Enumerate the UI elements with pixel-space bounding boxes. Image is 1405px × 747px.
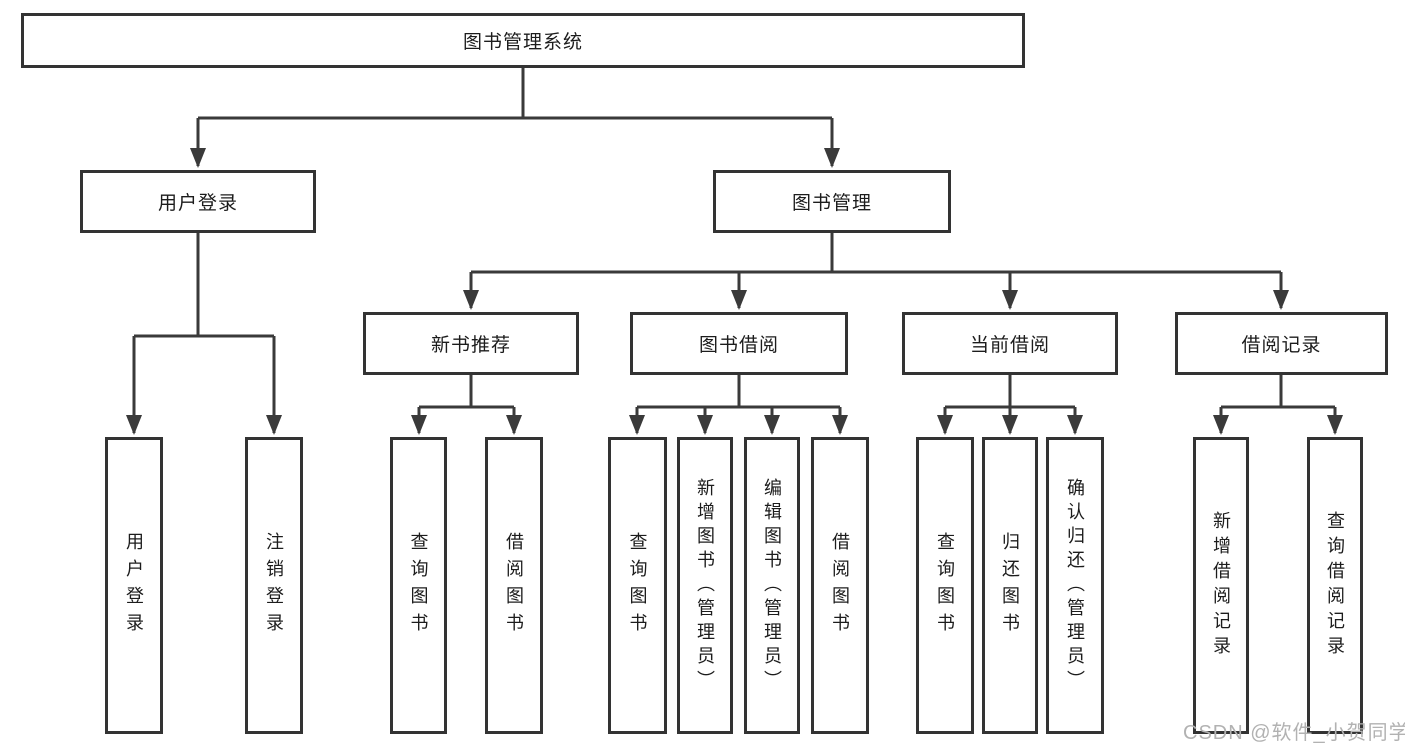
- leaf-recommend-query-book: 查询图书: [390, 437, 447, 734]
- leaf-confirm-return-admin: 确认归还（管理员）: [1046, 437, 1104, 734]
- watermark: CSDN @软件_小贺同学: [1183, 722, 1405, 744]
- leaf-borrow-book: 借阅图书: [811, 437, 869, 734]
- leaf-query-borrow-record: 查询借阅记录: [1307, 437, 1363, 734]
- node-root: 图书管理系统: [21, 13, 1025, 68]
- leaf-logout: 注销登录: [245, 437, 303, 734]
- leaf-borrow-query-book: 查询图书: [608, 437, 667, 734]
- node-current-borrow: 当前借阅: [902, 312, 1118, 375]
- leaf-add-borrow-record: 新增借阅记录: [1193, 437, 1249, 734]
- leaf-user-login: 用户登录: [105, 437, 163, 734]
- node-borrow-records: 借阅记录: [1175, 312, 1388, 375]
- node-book-borrow: 图书借阅: [630, 312, 848, 375]
- leaf-recommend-borrow-book: 借阅图书: [485, 437, 543, 734]
- leaf-return-book: 归还图书: [982, 437, 1038, 734]
- leaf-add-book-admin: 新增图书（管理员）: [677, 437, 733, 734]
- node-book-management: 图书管理: [713, 170, 951, 233]
- leaf-edit-book-admin: 编辑图书（管理员）: [744, 437, 800, 734]
- leaf-current-query-book: 查询图书: [916, 437, 974, 734]
- node-user-login: 用户登录: [80, 170, 316, 233]
- node-new-book-recommend: 新书推荐: [363, 312, 579, 375]
